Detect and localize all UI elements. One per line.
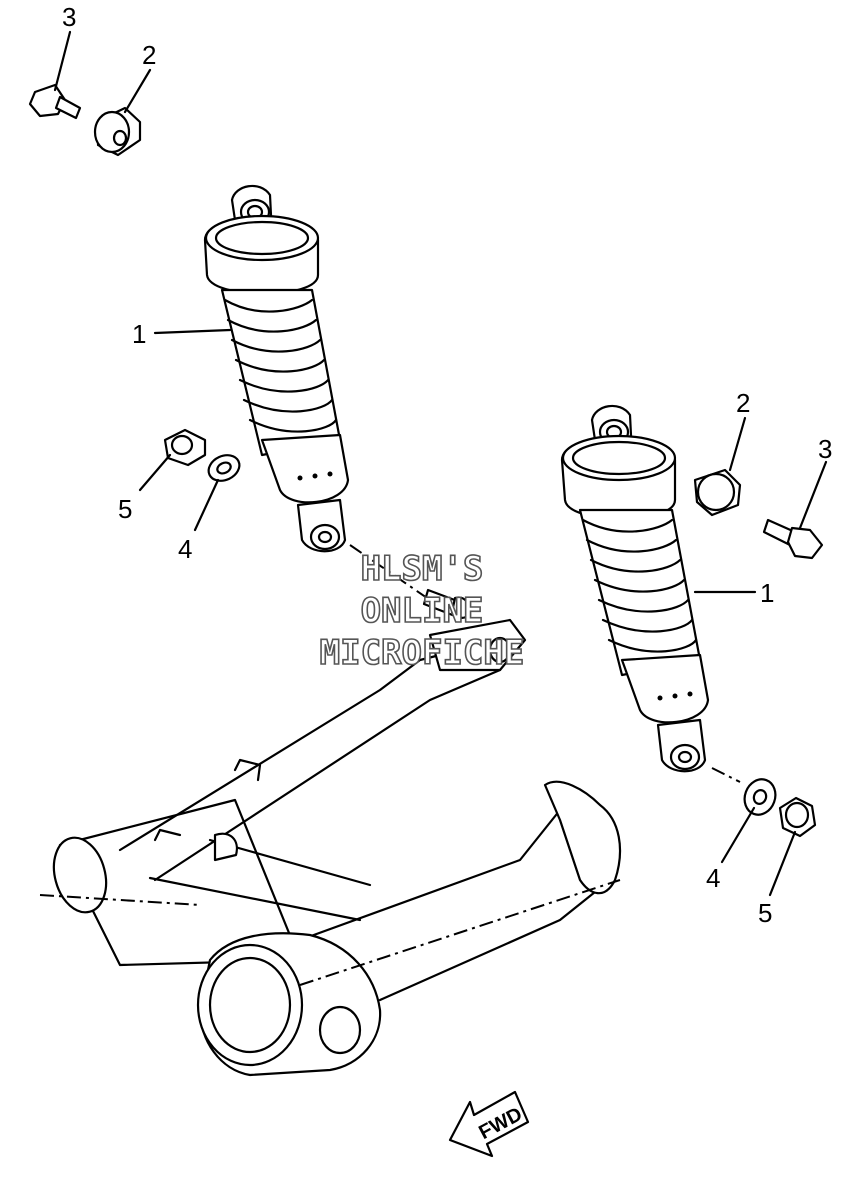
callout-right-washer: 4 xyxy=(706,863,720,893)
callout-top-collar: 2 xyxy=(142,40,156,70)
left-nut xyxy=(163,428,207,467)
callout-right-nut: 5 xyxy=(758,898,772,928)
right-collar xyxy=(693,468,742,517)
forward-arrow: FWD xyxy=(448,1090,530,1158)
callout-right-collar: 2 xyxy=(736,388,750,418)
left-washer xyxy=(207,454,241,482)
right-washer xyxy=(743,778,777,816)
swingarm xyxy=(39,544,622,1077)
callout-right-bolt: 3 xyxy=(818,434,832,464)
right-bolt xyxy=(762,518,824,560)
callout-left-nut: 5 xyxy=(118,494,132,524)
top-bolt xyxy=(28,83,82,120)
leader-lines xyxy=(53,30,828,897)
callout-left-shock: 1 xyxy=(132,319,146,349)
bracket-bolt xyxy=(422,588,471,619)
right-nut xyxy=(778,796,817,838)
callout-right-shock: 1 xyxy=(760,578,774,608)
right-shock-absorber xyxy=(560,404,741,783)
watermark-line-3: MICROFICHE xyxy=(320,633,525,673)
watermark: HLSM'S ONLINE MICROFICHE xyxy=(319,548,525,674)
callout-left-washer: 4 xyxy=(178,534,192,564)
top-collar xyxy=(93,106,142,157)
callout-labels: 3 2 1 5 4 2 3 1 4 5 xyxy=(62,2,832,928)
watermark-line-1: HLSM'S xyxy=(361,549,484,589)
left-shock-absorber xyxy=(203,184,350,553)
watermark-line-2: ONLINE xyxy=(361,591,484,631)
callout-top-bolt: 3 xyxy=(62,2,76,32)
